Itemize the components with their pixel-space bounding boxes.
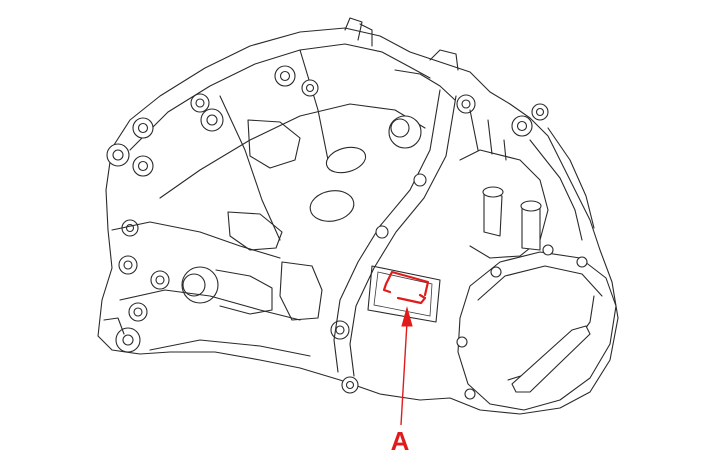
highlight-marker <box>382 270 430 305</box>
case-flange <box>333 89 457 377</box>
nameplate-panel <box>367 265 441 323</box>
lower-case <box>103 221 323 357</box>
callout-leader <box>400 306 413 426</box>
end-cover <box>456 244 617 411</box>
mounting-bosses <box>106 65 549 394</box>
upper-case <box>129 17 459 251</box>
shift-tower <box>459 109 595 259</box>
callout-label: A <box>391 426 410 456</box>
